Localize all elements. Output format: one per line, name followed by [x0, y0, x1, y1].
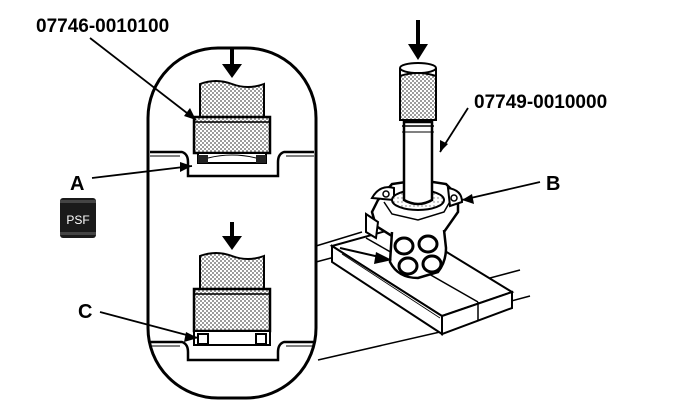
psf-icon-label: PSF — [66, 213, 89, 227]
label-tool-07749-0010000: 07749-0010000 — [474, 92, 607, 113]
label-c: C — [78, 301, 92, 323]
press-arrow-icon — [222, 48, 242, 78]
label-a: A — [70, 173, 84, 195]
upper-detail — [150, 80, 314, 178]
press-arrow-icon — [408, 20, 428, 60]
press-arrow-icon — [222, 222, 242, 250]
label-b: B — [546, 173, 560, 195]
label-tool-07746-0010100: 07746-0010100 — [36, 16, 169, 37]
direction-arrow — [339, 247, 392, 264]
tool-07749-0010000 — [391, 62, 445, 211]
psf-fluid-icon: PSF — [60, 198, 96, 238]
lower-detail — [150, 252, 314, 362]
